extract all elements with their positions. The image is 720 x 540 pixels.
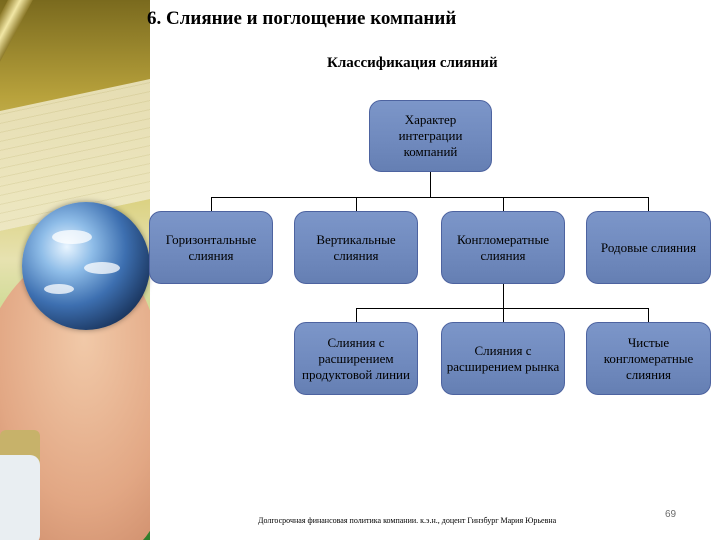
- node-horizontal-mergers: Горизонтальные слияния: [149, 211, 273, 284]
- slide-title: 6. Слияние и поглощение компаний: [147, 8, 457, 29]
- node-generic-mergers: Родовые слияния: [586, 211, 711, 284]
- footer-text: Долгосрочная финансовая политика компани…: [258, 516, 557, 525]
- shirt-cuff-image: [0, 455, 40, 540]
- connector-to-pure: [648, 308, 649, 322]
- globe-image: [22, 202, 150, 330]
- node-market-extension: Слияния с расширением рынка: [441, 322, 565, 395]
- connector-level1-bar: [211, 197, 649, 198]
- root-node: Характер интеграции компаний: [369, 100, 492, 172]
- node-conglomerate-mergers: Конгломератные слияния: [441, 211, 565, 284]
- connector-to-conglomerate: [503, 197, 504, 211]
- connector-to-product-line: [356, 308, 357, 322]
- connector-to-generic: [648, 197, 649, 211]
- connector-to-market: [503, 308, 504, 322]
- connector-to-vertical: [356, 197, 357, 211]
- page-number: 69: [665, 509, 677, 520]
- node-pure-conglomerate: Чистые конгломератные слияния: [586, 322, 711, 395]
- diagram-title: Классификация слияний: [327, 55, 498, 71]
- connector-conglomerate-down: [503, 284, 504, 308]
- node-vertical-mergers: Вертикальные слияния: [294, 211, 418, 284]
- connector-root-down: [430, 172, 431, 198]
- node-product-line-extension: Слияния с расширением продуктовой линии: [294, 322, 418, 395]
- connector-level2-bar: [356, 308, 649, 309]
- connector-to-horizontal: [211, 197, 212, 211]
